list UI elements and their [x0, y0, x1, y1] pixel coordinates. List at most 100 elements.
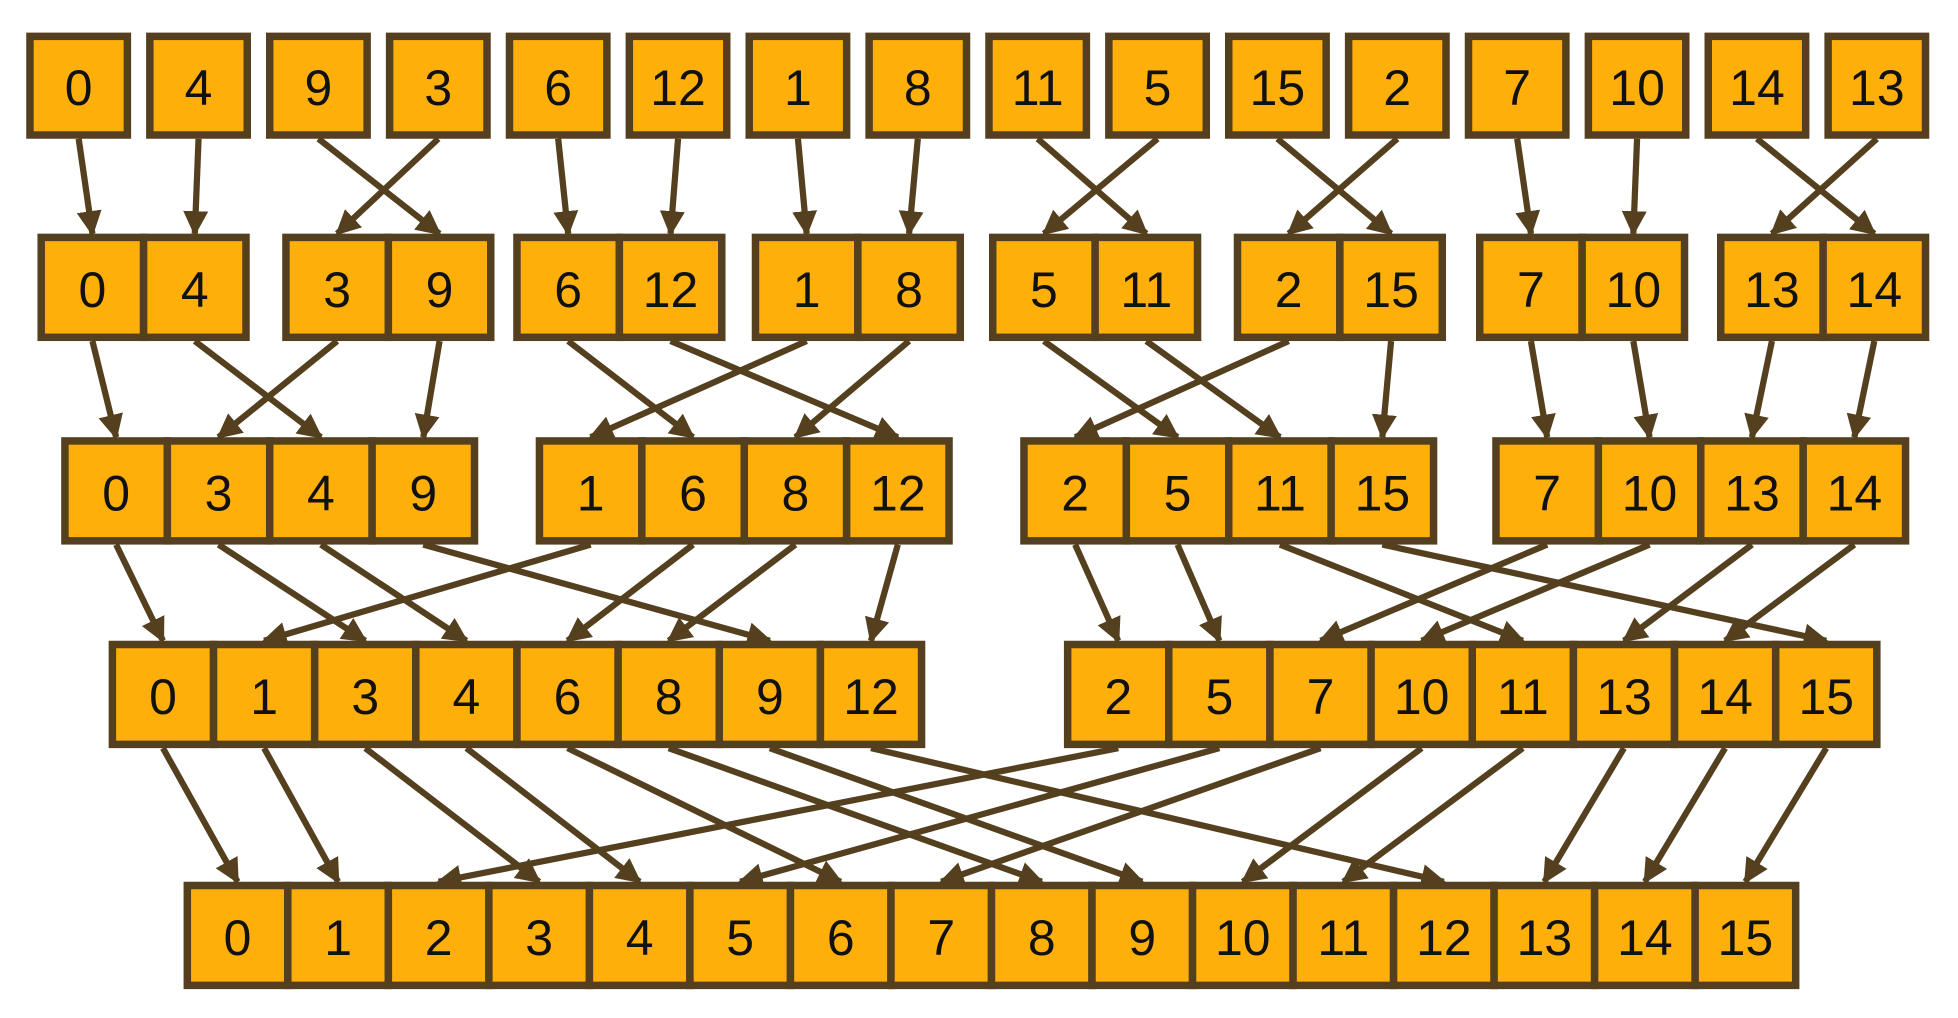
cell-row1-value-2: 2: [1344, 32, 1450, 139]
arrow-0-row4-to-row5: [160, 746, 241, 884]
arrow-8-row1-to-row2: [898, 138, 924, 237]
cell-box: [1105, 32, 1211, 139]
cell-label: 3: [424, 60, 452, 116]
arrow-6-row1-to-row2: [553, 138, 579, 237]
arrow-14-row2-to-row3: [1846, 340, 1878, 440]
cell-row3-value-10: 10: [1594, 437, 1705, 545]
cell-box: [1088, 881, 1197, 990]
cell-label: 14: [1729, 60, 1785, 116]
cell-label: 11: [1012, 60, 1064, 116]
cell-label: 8: [895, 262, 923, 318]
cell-row1-value-15: 15: [1224, 32, 1330, 139]
cell-box: [842, 437, 953, 545]
cell-box: [786, 881, 895, 990]
arrow-10-row2-to-row3: [1630, 340, 1659, 440]
cell-box: [1224, 32, 1330, 139]
arrow-13-row2-to-row3: [1744, 340, 1775, 440]
cell-row1-value-6: 6: [505, 32, 611, 139]
arrow-9-row4-to-row5: [768, 745, 1145, 886]
cell-label: 7: [1307, 669, 1335, 725]
arrows-layer: [75, 136, 1879, 890]
cell-row5-value-6: 6: [786, 881, 895, 990]
cell-box: [854, 233, 965, 342]
cell-label: 15: [1798, 669, 1854, 725]
cell-label: 5: [1205, 669, 1233, 725]
cell-row3-value-5: 5: [1122, 437, 1233, 545]
cell-label: 9: [1128, 910, 1156, 966]
cell-box: [1122, 437, 1233, 545]
cell-box: [163, 437, 274, 545]
arrow-13-row1-to-row2: [1769, 136, 1879, 236]
cell-row5-value-15: 15: [1691, 881, 1800, 990]
cell-box: [1819, 233, 1930, 342]
cell-row3-value-11: 11: [1224, 437, 1335, 545]
cell-row3-value-6: 6: [638, 437, 748, 545]
cell-label: 10: [1622, 465, 1678, 521]
cell-label: 4: [453, 669, 481, 725]
cell-label: 5: [1030, 262, 1058, 318]
cell-label: 9: [756, 669, 784, 725]
cell-row3-value-3: 3: [163, 437, 274, 545]
arrow-14-row1-to-row2: [1754, 136, 1877, 237]
cell-label: 1: [577, 465, 605, 521]
cell-row3-value-7: 7: [1492, 437, 1603, 545]
arrow-11-row2-to-row3: [1144, 338, 1282, 440]
cell-row3-value-4: 4: [265, 437, 376, 545]
cell-row5-value-4: 4: [585, 881, 694, 990]
cell-row4-value-14: 14: [1670, 640, 1780, 749]
cell-label: 13: [1517, 910, 1573, 966]
cell-row3-value-15: 15: [1327, 437, 1438, 545]
cell-label: 8: [655, 669, 683, 725]
cell-box: [385, 32, 491, 139]
cell-box: [1289, 881, 1398, 990]
cell-row5-value-12: 12: [1389, 881, 1498, 990]
arrow-4-row1-to-row2: [183, 138, 209, 237]
cell-row1-value-1: 1: [745, 32, 851, 139]
cell-row3-value-0: 0: [61, 437, 172, 545]
cell-label: 12: [1416, 910, 1472, 966]
cell-box: [625, 32, 731, 139]
cell-label: 2: [425, 910, 453, 966]
cell-label: 15: [1718, 910, 1774, 966]
cell-box: [1670, 640, 1780, 749]
cell-label: 13: [1596, 669, 1652, 725]
arrow-2-row2-to-row3: [1072, 338, 1290, 441]
cell-row1-value-11: 11: [985, 32, 1091, 139]
cell-row2-value-5: 5: [988, 233, 1099, 342]
arrow-1-row2-to-row3: [588, 338, 808, 441]
cell-row4-value-13: 13: [1569, 640, 1679, 749]
cell-label: 10: [1606, 262, 1662, 318]
cell-label: 13: [1849, 60, 1905, 116]
arrow-1-row3-to-row4: [261, 541, 592, 647]
cell-row2-value-4: 4: [139, 233, 250, 342]
arrow-4-row3-to-row4: [319, 541, 469, 644]
cell-row4-value-7: 7: [1266, 640, 1375, 749]
cell-box: [816, 640, 926, 749]
cell-row1-value-0: 0: [26, 32, 132, 139]
cell-box: [265, 32, 371, 139]
arrow-4-row2-to-row3: [192, 338, 323, 440]
cell-row4-value-3: 3: [310, 640, 420, 749]
cell-box: [1492, 437, 1603, 545]
cell-label: 8: [1028, 910, 1056, 966]
cell-row2-value-7: 7: [1475, 233, 1586, 342]
arrow-15-row4-to-row5: [1742, 746, 1829, 884]
cell-label: 10: [1215, 910, 1271, 966]
arrow-7-row4-to-row5: [938, 745, 1322, 887]
cell-box: [505, 32, 611, 139]
cell-box: [310, 640, 420, 749]
cell-row2-value-14: 14: [1819, 233, 1930, 342]
arrow-3-row4-to-row5: [363, 745, 542, 885]
cell-label: 14: [1697, 669, 1753, 725]
cell-label: 12: [843, 669, 899, 725]
cell-box: [265, 437, 376, 545]
cell-row5-value-11: 11: [1289, 881, 1398, 990]
cell-box: [1224, 437, 1335, 545]
arrow-0-row2-to-row3: [89, 340, 123, 440]
cell-box: [1336, 233, 1447, 342]
cell-row1-value-4: 4: [146, 32, 251, 139]
cell-label: 13: [1724, 465, 1780, 521]
cell-label: 0: [224, 910, 252, 966]
cell-box: [1704, 32, 1810, 139]
arrow-8-row4-to-row5: [667, 745, 1045, 886]
